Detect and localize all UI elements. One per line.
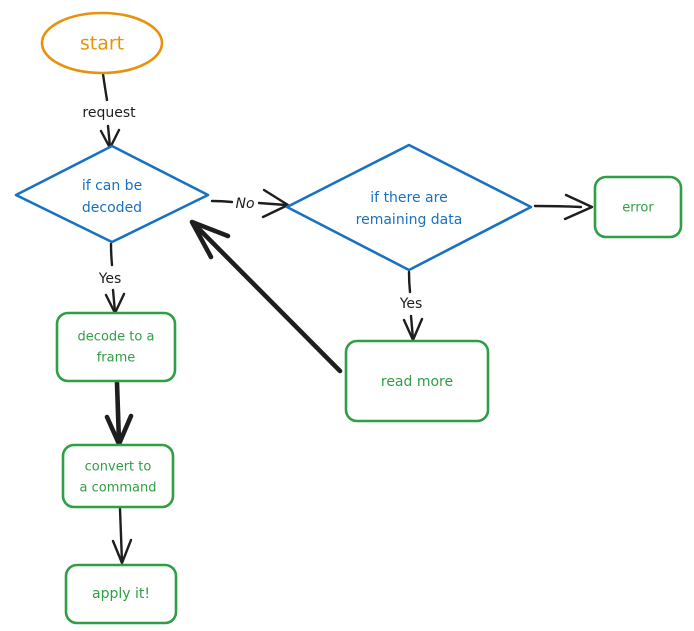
if-there-are-remaining-data-label-line1: if there are bbox=[370, 190, 447, 206]
if-can-be-decoded-label-line1: if can be bbox=[82, 178, 142, 194]
node-start[interactable]: start bbox=[40, 11, 164, 75]
node-error[interactable]: error bbox=[593, 175, 683, 239]
if-there-are-remaining-data-label-line2: remaining data bbox=[356, 212, 463, 228]
node-apply-it[interactable]: apply it! bbox=[64, 563, 178, 625]
edge-decode-to-convert bbox=[104, 380, 134, 447]
edge-label-yes-decoded: Yes bbox=[98, 271, 122, 287]
start-label: start bbox=[80, 33, 124, 55]
node-if-there-are-remaining-data[interactable]: if there are remaining data bbox=[285, 143, 533, 272]
decode-to-a-frame-box[interactable] bbox=[55, 311, 177, 383]
error-label: error bbox=[622, 201, 654, 216]
if-there-are-remaining-data-diamond[interactable] bbox=[285, 143, 533, 272]
decode-to-a-frame-label-line1: decode to a bbox=[78, 330, 155, 345]
edge-read-more-back-to-decision bbox=[189, 219, 343, 374]
edge-label-no: No bbox=[235, 196, 254, 212]
edge-label-yes-remaining: Yes bbox=[399, 296, 423, 312]
convert-to-a-command-label-line1: convert to bbox=[85, 460, 152, 475]
apply-it-label: apply it! bbox=[92, 586, 150, 602]
read-more-label: read more bbox=[381, 374, 453, 390]
node-if-can-be-decoded[interactable]: if can be decoded bbox=[14, 144, 210, 244]
node-read-more[interactable]: read more bbox=[344, 339, 490, 423]
edge-convert-to-apply bbox=[111, 507, 133, 565]
edge-decision-no-to-remaining bbox=[210, 188, 290, 219]
if-can-be-decoded-label-line2: decoded bbox=[82, 200, 142, 216]
if-can-be-decoded-diamond[interactable] bbox=[14, 144, 210, 244]
error-box[interactable] bbox=[593, 175, 683, 239]
start-ellipse[interactable] bbox=[40, 11, 164, 75]
node-convert-to-a-command[interactable]: convert to a command bbox=[61, 443, 175, 509]
decode-to-a-frame-label-line2: frame bbox=[97, 351, 136, 366]
convert-to-a-command-box[interactable] bbox=[61, 443, 175, 509]
edge-remaining-to-error bbox=[533, 193, 594, 221]
node-decode-to-a-frame[interactable]: decode to a frame bbox=[55, 311, 177, 383]
apply-it-box[interactable] bbox=[64, 563, 178, 625]
read-more-box[interactable] bbox=[344, 339, 490, 423]
edge-label-request: request bbox=[82, 105, 136, 121]
convert-to-a-command-label-line2: a command bbox=[80, 481, 157, 496]
